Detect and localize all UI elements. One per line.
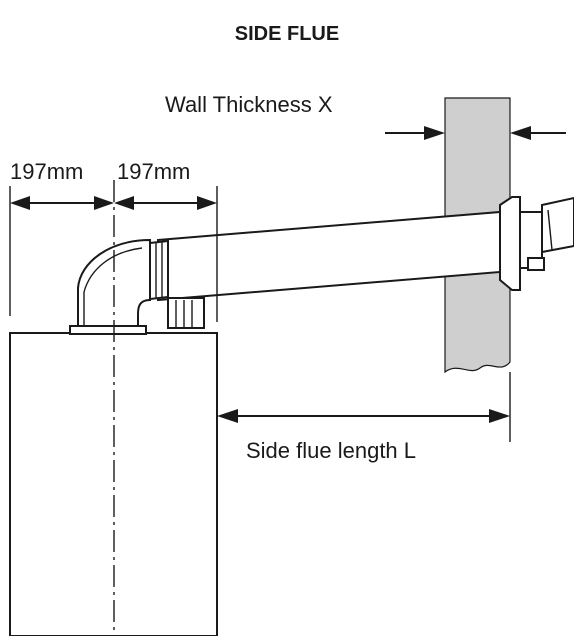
- boiler-flue-collar: [69, 325, 147, 335]
- width-dimension-arrows: [10, 196, 217, 210]
- flue-length-label: Side flue length L: [246, 438, 416, 463]
- wall-thickness-arrows: [385, 126, 566, 140]
- wall-thickness-label: Wall Thickness X: [165, 92, 333, 117]
- left-dimension-label: 197mm: [10, 159, 83, 184]
- diagram-title: SIDE FLUE: [235, 23, 339, 45]
- flue-pipe: [149, 210, 501, 302]
- boiler-body: [9, 332, 218, 636]
- flue-terminal: [499, 196, 574, 291]
- right-dimension-label: 197mm: [117, 159, 190, 184]
- flue-length-arrow: [217, 409, 510, 423]
- flue-elbow: [77, 238, 205, 329]
